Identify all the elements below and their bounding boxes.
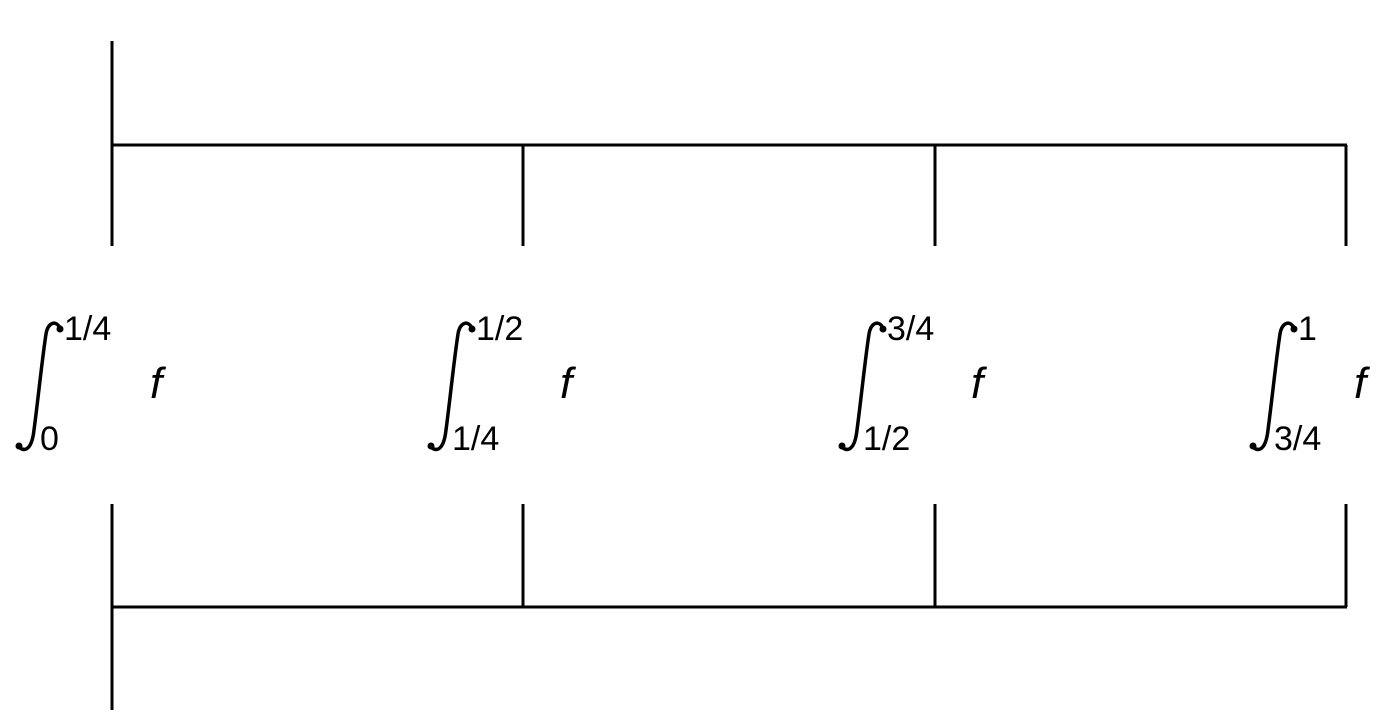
- lower-limit: 0: [40, 420, 59, 458]
- upper-limit: 1: [1298, 310, 1317, 348]
- integrand: f: [971, 359, 984, 408]
- integral-half-to-three-quarters: 3/4 1/2 f: [831, 300, 1031, 470]
- integral-0-to-quarter: 1/4 0 f: [8, 300, 208, 470]
- lower-limit: 3/4: [1274, 420, 1322, 458]
- integral-sign-icon: [1249, 321, 1298, 452]
- integral-three-quarters-to-one: 1 3/4 f: [1242, 300, 1392, 470]
- upper-limit: 1/4: [64, 310, 112, 348]
- upper-limit: 1/2: [476, 310, 524, 348]
- integral-sign-icon: [427, 321, 476, 452]
- integrand: f: [150, 359, 163, 408]
- integral-quarter-to-half: 1/2 1/4 f: [420, 300, 620, 470]
- integral-sign-icon: [838, 321, 887, 452]
- integrand: f: [1354, 359, 1367, 408]
- lower-limit: 1/2: [863, 420, 911, 458]
- lower-limit: 1/4: [452, 420, 500, 458]
- integral-sign-icon: [15, 321, 64, 452]
- upper-limit: 3/4: [887, 310, 935, 348]
- integrand: f: [560, 359, 573, 408]
